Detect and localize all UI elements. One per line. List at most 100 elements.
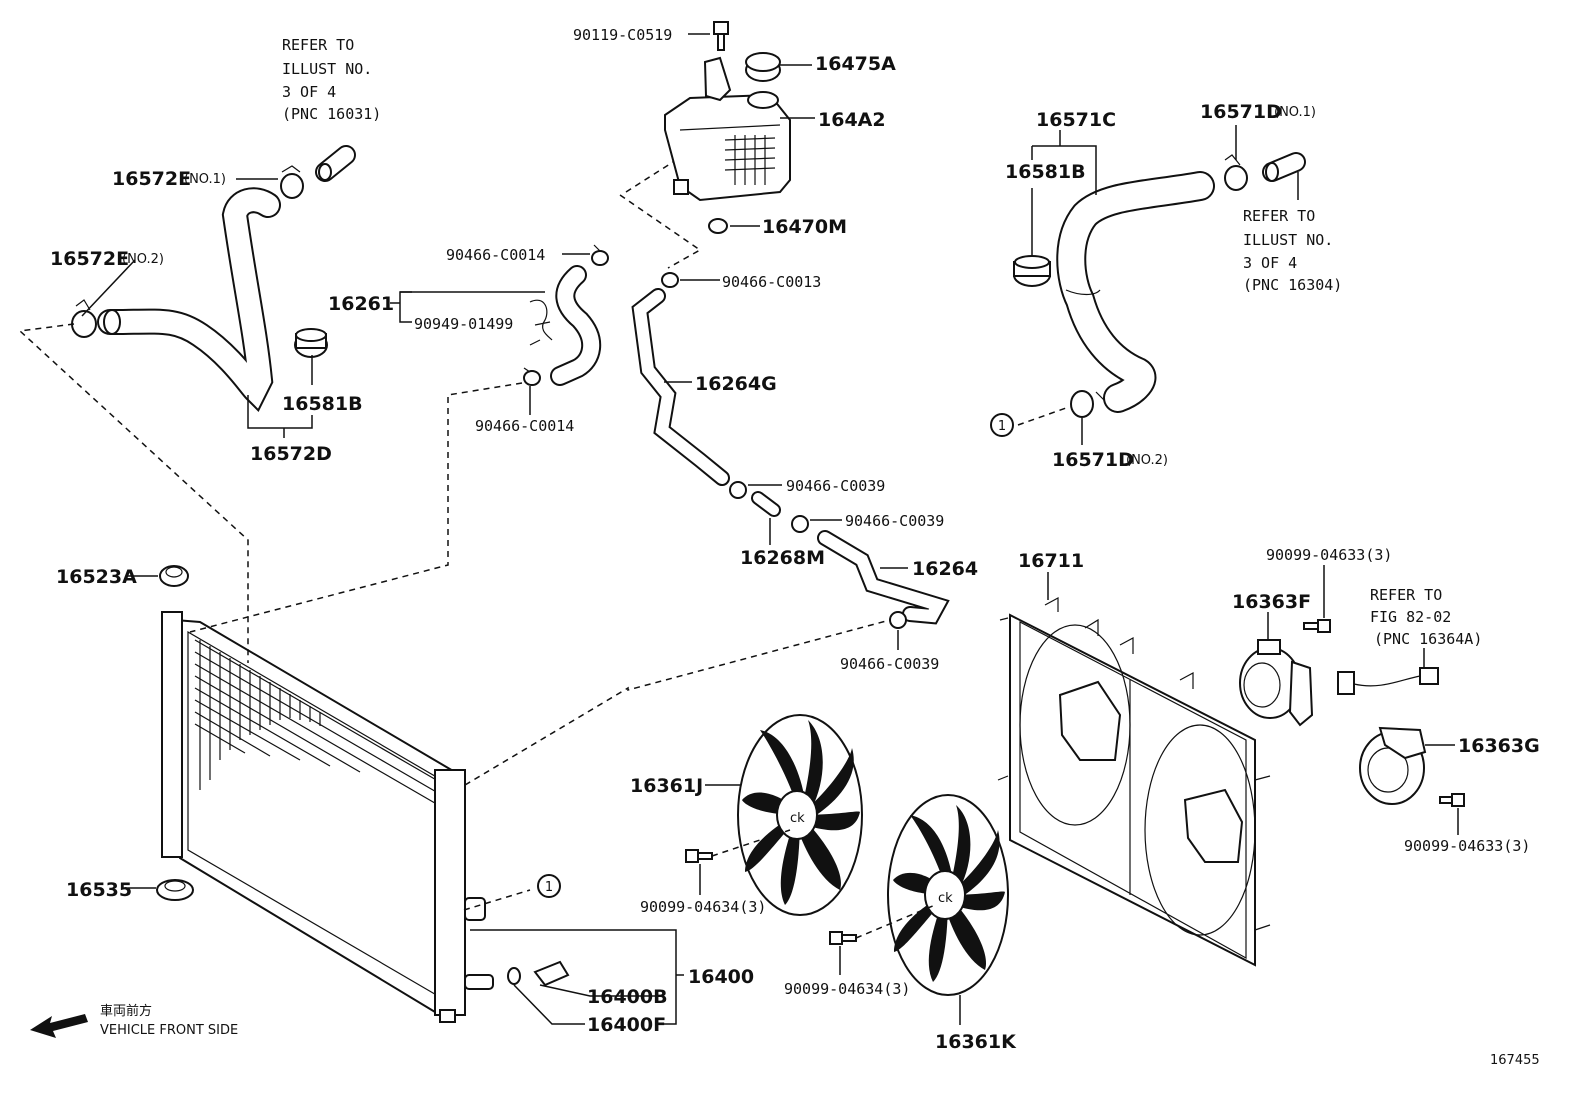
note-refer-fig-1: REFER TO	[1370, 586, 1442, 604]
svg-text:ck: ck	[790, 811, 805, 826]
label-90119-C0519: 90119-C0519	[573, 26, 672, 44]
label-16535: 16535	[66, 879, 132, 901]
cap-16470M-icon	[708, 218, 728, 234]
svg-text:ck: ck	[938, 891, 953, 906]
label-90099-04634-a: 90099-04634(3)	[640, 898, 766, 916]
o-ring-16400F-icon	[507, 967, 521, 985]
radiator-hose-16572D	[97, 187, 281, 412]
svg-text:1: 1	[545, 880, 553, 895]
fan-shroud-16711	[997, 596, 1271, 967]
label-16264: 16264	[912, 558, 978, 580]
fan-blade-16361K: ck	[887, 794, 1009, 996]
label-90466-C0014-top: 90466-C0014	[446, 246, 545, 264]
fan-motor-16363F	[1239, 639, 1314, 727]
bolt-90099-04634-a-icon	[685, 849, 713, 863]
label-90099-04633-bottom: 90099-04633(3)	[1404, 837, 1530, 855]
label-16711: 16711	[1018, 550, 1084, 572]
bolt-90099-04633-top-icon	[1303, 619, 1331, 633]
bolt-90099-04634-b-icon	[829, 931, 857, 945]
radiator	[161, 611, 494, 1023]
fan-blade-16361J: ck	[737, 714, 863, 916]
radiator-hose-16571C	[1056, 171, 1215, 413]
label-16571D-no2-suffix: (NO.2)	[1126, 453, 1168, 468]
cap-16581B-left-icon	[294, 328, 328, 358]
clamp-90466-C0039-c-icon	[889, 611, 907, 629]
label-16363F: 16363F	[1232, 591, 1311, 613]
label-90949-01499: 90949-01499	[414, 315, 513, 333]
label-90099-04633-top: 90099-04633(3)	[1266, 546, 1392, 564]
label-16361K: 16361K	[935, 1031, 1017, 1053]
note-refer-left-1: REFER TO	[282, 36, 354, 54]
illustration-id: 167455	[1490, 1053, 1540, 1068]
label-16264G: 16264G	[695, 373, 777, 395]
clamp-90466-C0013-icon	[661, 272, 679, 288]
clip-90949-icon	[529, 299, 553, 346]
clamp-90466-C0039-b-icon	[791, 515, 809, 533]
note-refer-left-4: (PNC 16031)	[282, 105, 381, 123]
label-16470M: 16470M	[762, 216, 847, 238]
grommet-16535-icon	[156, 879, 194, 901]
label-16523A: 16523A	[56, 566, 137, 588]
radiator-cap-16523A-icon	[159, 565, 189, 587]
label-90466-C0039-c: 90466-C0039	[840, 655, 939, 673]
note-refer-right-1: REFER TO	[1243, 207, 1315, 225]
clamp-16571D-no2-icon	[1070, 390, 1105, 418]
label-16571D-no2: 16571D	[1052, 449, 1134, 471]
note-refer-right-4: (PNC 16304)	[1243, 276, 1342, 294]
hose-16264G	[631, 288, 730, 486]
hose-stub-refer-left-icon	[315, 145, 356, 182]
clamp-90466-C0014-bottom-icon	[523, 367, 541, 386]
clamp-90466-C0039-a-icon	[729, 481, 747, 499]
label-16400B: 16400B	[587, 986, 668, 1008]
label-16581B-left: 16581B	[282, 393, 363, 415]
drain-cock-16400B-icon	[533, 960, 570, 987]
note-refer-fig-3: (PNC 16364A)	[1374, 630, 1482, 648]
label-16571D-no1: 16571D	[1200, 101, 1282, 123]
label-90466-C0039-a: 90466-C0039	[786, 477, 885, 495]
label-16261: 16261	[328, 293, 394, 315]
clamp-16572E-no1-icon	[280, 165, 304, 199]
label-164A2: 164A2	[818, 109, 886, 131]
clamp-16571D-no1-icon	[1224, 154, 1248, 191]
reservoir-tank-164A2	[664, 56, 791, 202]
label-16572D: 16572D	[250, 443, 332, 465]
svg-text:1: 1	[998, 419, 1006, 434]
label-16400: 16400	[688, 966, 754, 988]
hose-stub-refer-right-icon	[1262, 152, 1306, 182]
direction-jp: 車両前方	[100, 1003, 152, 1019]
label-16363G: 16363G	[1458, 735, 1540, 757]
label-16268M: 16268M	[740, 547, 825, 569]
fan-motor-16363G	[1359, 726, 1427, 805]
direction-en: VEHICLE FRONT SIDE	[100, 1023, 238, 1038]
vehicle-front-arrow-icon	[30, 1014, 88, 1038]
union-16268M-icon	[751, 491, 781, 517]
label-16361J: 16361J	[630, 775, 703, 797]
note-refer-left-3: 3 OF 4	[282, 83, 336, 101]
label-90099-04634-b: 90099-04634(3)	[784, 980, 910, 998]
label-16475A: 16475A	[815, 53, 896, 75]
label-16571C: 16571C	[1036, 109, 1116, 131]
label-90466-C0039-b: 90466-C0039	[845, 512, 944, 530]
note-refer-right-3: 3 OF 4	[1243, 254, 1297, 272]
label-16572E-no2-suffix: (NO.2)	[122, 252, 164, 267]
bolt-90119-icon	[713, 21, 729, 51]
label-16400F: 16400F	[587, 1014, 666, 1036]
cap-16581B-right-icon	[1013, 255, 1051, 287]
note-refer-left-2: ILLUST NO.	[282, 60, 372, 78]
label-16571D-no1-suffix: (NO.1)	[1274, 105, 1316, 120]
clamp-90466-C0014-top-icon	[591, 244, 609, 266]
note-refer-right-2: ILLUST NO.	[1243, 231, 1333, 249]
hose-16261	[550, 265, 601, 386]
label-16581B-right: 16581B	[1005, 161, 1086, 183]
note-refer-fig-2: FIG 82-02	[1370, 608, 1451, 626]
bolt-90099-04633-bottom-icon	[1439, 793, 1465, 807]
reference-marker-1-right: 1	[990, 413, 1014, 437]
label-16572E-no2: 16572E	[50, 248, 129, 270]
label-90466-C0014-bottom: 90466-C0014	[475, 417, 574, 435]
label-90466-C0013: 90466-C0013	[722, 273, 821, 291]
reference-marker-1-left: 1	[537, 874, 561, 898]
label-16572E-no1: 16572E	[112, 168, 191, 190]
connector-wire-icon	[1337, 648, 1439, 695]
cap-16475A-icon	[745, 52, 781, 82]
